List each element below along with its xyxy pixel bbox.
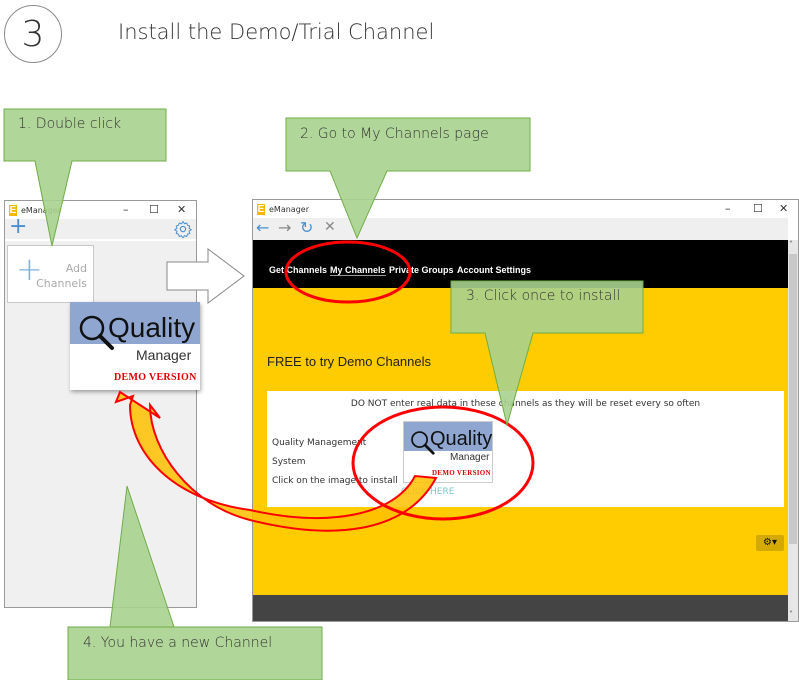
quality-manager-demo-tile[interactable]: Quality Manager DEMO VERSION <box>404 422 492 482</box>
step-title: Install the Demo/Trial Channel <box>118 20 435 44</box>
menu-get-channels[interactable]: Get Channels <box>269 265 328 275</box>
channel-name-line2: System <box>272 457 306 467</box>
maximize-button[interactable]: ☐ <box>149 203 159 216</box>
menu-account-settings[interactable]: Account Settings <box>457 265 532 275</box>
transition-arrow-icon <box>166 248 245 304</box>
toolbar: + <box>5 214 196 239</box>
vertical-scrollbar[interactable]: ˄ ˅ <box>788 240 798 621</box>
maximize-button[interactable]: ☐ <box>753 202 763 215</box>
callout-3-text: 3. Click once to install <box>466 288 621 304</box>
add-plus-icon: + <box>16 250 43 288</box>
main-menu-bar: Get Channels My Channels Private Groups … <box>253 240 788 288</box>
navigation-bar: ← → ↻ ✕ <box>253 218 788 240</box>
menu-my-channels[interactable]: My Channels <box>330 265 386 276</box>
gear-icon[interactable] <box>174 220 192 238</box>
callout-1-text: 1. Double click <box>18 116 122 132</box>
tile-title: Quality <box>430 428 492 450</box>
settings-dropdown-button[interactable]: ⚙▾ <box>756 535 784 551</box>
title-bar: E eManager <box>253 200 798 218</box>
forward-button[interactable]: → <box>278 218 292 237</box>
add-channels-label: Add Channels <box>36 261 87 291</box>
content-area: FREE to try Demo Channels DO NOT enter r… <box>253 288 788 595</box>
demo-badge: DEMO VERSION <box>114 372 197 383</box>
close-button[interactable]: ✕ <box>779 202 789 215</box>
channel-name-line1: Quality Management <box>272 438 367 448</box>
tile-subtitle: Manager <box>136 347 192 363</box>
scrollbar-thumb[interactable] <box>789 254 797 544</box>
callout-2-text: 2. Go to My Channels page <box>300 126 489 142</box>
footer-bar <box>253 595 788 621</box>
warning-text: DO NOT enter real data in these channels… <box>350 399 701 409</box>
back-button[interactable]: ← <box>256 218 270 237</box>
minimize-button[interactable]: – <box>123 203 129 216</box>
tile-title: Quality <box>108 312 196 343</box>
tile-subtitle: Manager <box>450 452 490 463</box>
minimize-button[interactable]: – <box>725 202 731 215</box>
right-emanager-window: E eManager – ☐ ✕ ← → ↻ ✕ Get Channels My… <box>252 199 799 622</box>
scroll-up-icon[interactable]: ˄ <box>789 240 793 249</box>
refresh-button[interactable]: ↻ <box>300 218 314 237</box>
callout-4-text: 4. You have a new Channel <box>83 635 273 651</box>
demo-channel-panel: DO NOT enter real data in these channels… <box>267 391 784 507</box>
stop-button[interactable]: ✕ <box>324 219 336 235</box>
demo-badge: DEMO VERSION <box>432 469 491 477</box>
install-instruction: Click on the image to install <box>272 476 398 486</box>
menu-private-groups[interactable]: Private Groups <box>389 265 454 275</box>
add-label-line2: Channels <box>36 277 87 290</box>
scroll-down-icon[interactable]: ˅ <box>789 610 793 619</box>
section-title: FREE to try Demo Channels <box>267 354 432 369</box>
title-bar: E eManager <box>5 201 196 219</box>
magnifier-icon <box>79 315 114 350</box>
installed-quality-manager-tile[interactable]: Quality Manager DEMO VERSION <box>70 302 200 390</box>
add-channels-button[interactable]: + Add Channels <box>7 245 94 303</box>
window-title: eManager <box>269 204 309 214</box>
step-number-badge: 3 <box>4 5 62 63</box>
add-label-line1: Add <box>65 262 87 275</box>
close-button[interactable]: ✕ <box>177 203 187 216</box>
emanager-logo-icon: E <box>257 203 265 215</box>
click-here-link[interactable]: CLICK HERE <box>401 487 455 497</box>
plus-icon[interactable]: + <box>9 214 28 239</box>
tile-header <box>70 302 200 345</box>
